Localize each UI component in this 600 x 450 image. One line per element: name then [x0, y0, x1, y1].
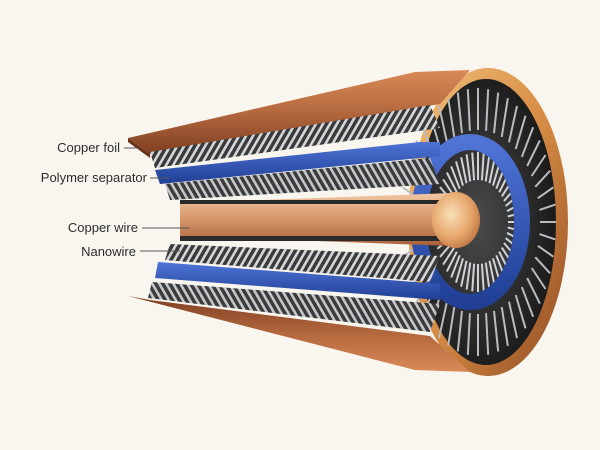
nanowire-layer-upper [150, 105, 440, 168]
label-polymer-separator: Polymer separator [41, 170, 148, 185]
radial-nanowire [438, 301, 448, 339]
radial-nanowire [460, 260, 468, 287]
radial-nanowire [514, 294, 527, 329]
radial-nanowire [530, 267, 547, 290]
radial-nanowire [526, 139, 541, 167]
label-copper-wire: Copper wire [68, 220, 138, 235]
radial-nanowire [450, 254, 461, 278]
radial-nanowire [485, 89, 490, 131]
radial-nanowire [526, 277, 541, 305]
radial-nanowire [508, 105, 518, 143]
radial-nanowire [508, 301, 518, 339]
radial-nanowire [493, 92, 500, 134]
copper-foil-bottom [128, 296, 470, 372]
radial-nanowire [455, 258, 464, 283]
radial-nanowire [500, 306, 509, 346]
copper-wire [180, 192, 480, 248]
radial-nanowire [460, 157, 468, 184]
radial-nanowire [480, 263, 485, 292]
radial-nanowire [534, 256, 551, 274]
radial-nanowire [539, 233, 556, 241]
polymer-separator-upper [155, 142, 440, 184]
nanowire-layer-upper-inner [165, 158, 440, 200]
radial-nanowire [485, 313, 490, 355]
radial-nanowire [514, 115, 527, 150]
radial-nanowire [500, 98, 509, 138]
label-copper-foil: Copper foil [57, 140, 120, 155]
radial-nanowire [456, 92, 463, 134]
polymer-separator-lower [155, 262, 440, 300]
radial-nanowire [480, 152, 485, 181]
radial-nanowire [484, 154, 491, 182]
radial-nanowire [471, 152, 476, 181]
radial-nanowire [537, 244, 554, 258]
radial-nanowire [539, 203, 556, 211]
radial-nanowire [465, 154, 472, 182]
radial-nanowire [484, 262, 491, 290]
radial-nanowire [442, 247, 456, 266]
radial-nanowire [530, 154, 547, 177]
radial-nanowire [537, 186, 554, 200]
radial-nanowire [493, 310, 500, 352]
leader-lines [124, 147, 190, 252]
radial-nanowire [520, 126, 535, 158]
nanowire-layer-lower [148, 282, 440, 332]
radial-nanowire [520, 286, 535, 318]
radial-nanowire [447, 306, 456, 346]
radial-nanowire [466, 313, 471, 355]
radial-nanowire [456, 310, 463, 352]
radial-nanowire [466, 89, 471, 131]
radial-nanowire [438, 105, 448, 143]
radial-nanowire [447, 98, 456, 138]
radial-nanowire [445, 251, 458, 272]
radial-nanowire [471, 263, 476, 292]
radial-nanowire [445, 172, 458, 193]
radial-nanowire [450, 166, 461, 190]
nanowire-layer-lower-inner [165, 244, 440, 282]
label-nanowire: Nanowire [81, 244, 136, 259]
radial-nanowire [455, 161, 464, 186]
radial-nanowire [534, 170, 551, 188]
radial-nanowire [465, 262, 472, 290]
